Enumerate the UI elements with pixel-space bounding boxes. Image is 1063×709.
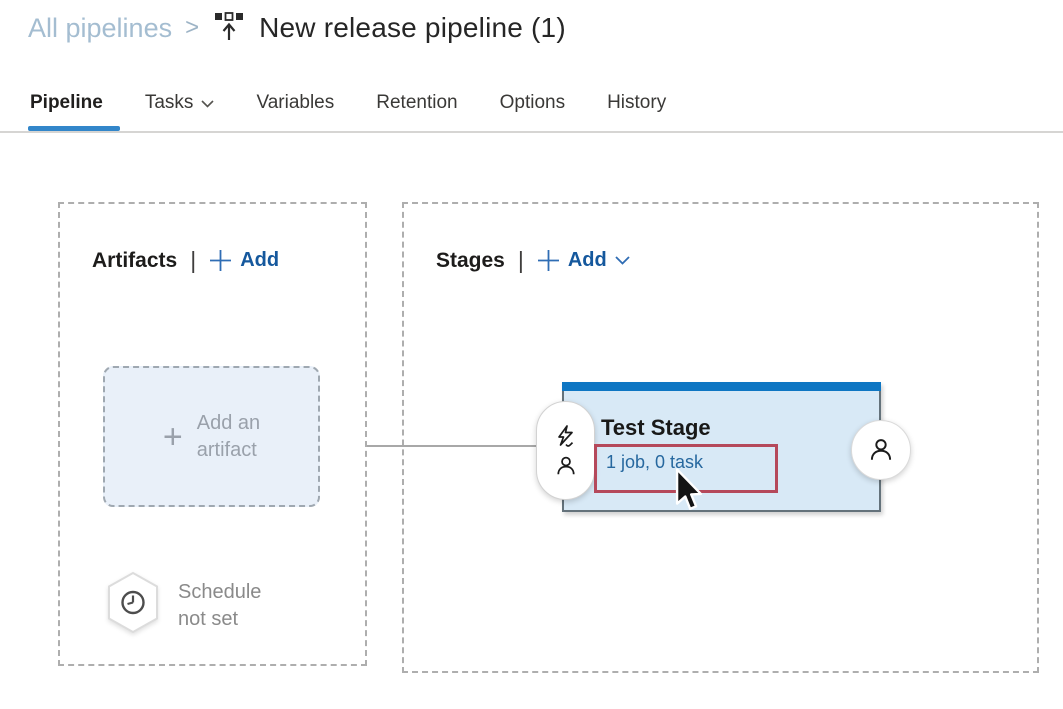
add-artifact-button[interactable]: Add bbox=[209, 249, 279, 272]
add-artifact-placeholder-label: Add an artifact bbox=[196, 411, 261, 461]
stage-title: Test Stage bbox=[601, 415, 711, 440]
schedule-trigger-badge[interactable]: Schedule not set bbox=[106, 571, 261, 634]
add-artifact-dropzone[interactable]: + Add an artifact bbox=[103, 366, 320, 507]
tab-tasks[interactable]: Tasks bbox=[145, 92, 215, 114]
pre-deployment-conditions-button[interactable] bbox=[536, 401, 595, 500]
tab-options[interactable]: Options bbox=[500, 92, 565, 114]
divider: | bbox=[190, 247, 197, 273]
post-deployment-conditions-button[interactable] bbox=[851, 420, 911, 480]
chevron-down-icon bbox=[201, 100, 215, 108]
breadcrumb-link-all-pipelines[interactable]: All pipelines bbox=[28, 12, 173, 43]
tab-retention[interactable]: Retention bbox=[376, 92, 457, 114]
trigger-connector-line bbox=[367, 445, 538, 447]
tab-options-label: Options bbox=[499, 92, 566, 113]
tab-pipeline[interactable]: Pipeline bbox=[30, 92, 103, 114]
plus-icon: + bbox=[162, 417, 183, 456]
breadcrumb-separator-icon: > bbox=[185, 14, 200, 41]
chevron-down-icon bbox=[615, 256, 630, 265]
plus-icon bbox=[210, 250, 232, 271]
tab-tasks-label: Tasks bbox=[144, 92, 194, 113]
artifacts-panel-header: Artifacts | Add bbox=[92, 247, 279, 274]
artifacts-title: Artifacts bbox=[92, 248, 178, 272]
stage-jobs-tasks-link[interactable]: 1 job, 0 task bbox=[606, 452, 704, 472]
tab-variables-label: Variables bbox=[256, 92, 335, 113]
person-icon bbox=[870, 439, 892, 460]
mouse-cursor-icon bbox=[675, 468, 703, 510]
release-pipeline-icon bbox=[215, 12, 244, 40]
hexagon-badge bbox=[108, 571, 158, 634]
breadcrumb: All pipelines > New release pipeline (1) bbox=[28, 12, 566, 44]
add-stage-label: Add bbox=[567, 249, 607, 271]
active-tab-underline bbox=[28, 126, 120, 131]
tab-history[interactable]: History bbox=[607, 92, 666, 114]
lightning-icon bbox=[557, 425, 573, 447]
tab-history-label: History bbox=[607, 92, 667, 113]
tab-retention-label: Retention bbox=[376, 92, 458, 113]
plus-icon bbox=[537, 250, 559, 271]
tab-variables[interactable]: Variables bbox=[256, 92, 334, 114]
stages-title: Stages bbox=[436, 248, 505, 272]
schedule-label: Schedule not set bbox=[178, 581, 262, 630]
add-artifact-label: Add bbox=[240, 249, 280, 271]
add-stage-button[interactable]: Add bbox=[537, 249, 630, 272]
page-title: New release pipeline (1) bbox=[259, 12, 566, 43]
clock-icon bbox=[121, 590, 145, 615]
person-icon bbox=[556, 456, 575, 475]
stages-panel-header: Stages | Add bbox=[436, 247, 630, 274]
tab-bar: Pipeline Tasks Variables Retention Optio… bbox=[30, 92, 666, 114]
divider: | bbox=[517, 247, 524, 273]
stage-status-bar bbox=[562, 382, 881, 391]
tabs-divider-line bbox=[0, 131, 1063, 133]
tab-pipeline-label: Pipeline bbox=[30, 92, 103, 113]
